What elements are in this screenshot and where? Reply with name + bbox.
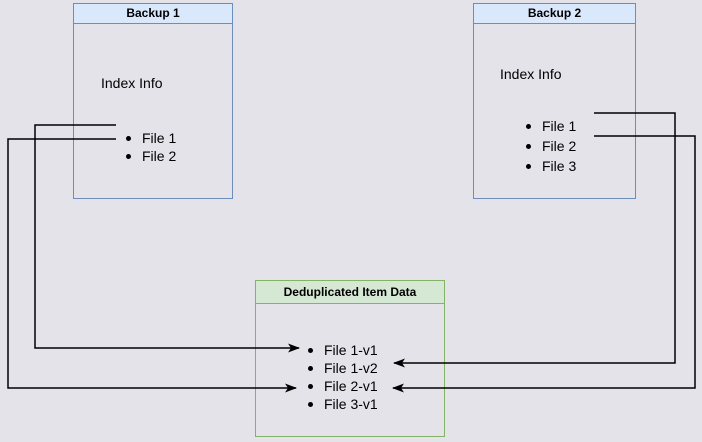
backup2-node: Backup 2 Index Info File 1 File 2 File 3 bbox=[473, 3, 636, 199]
dedup-list-item-file2v1: File 2-v1 bbox=[256, 377, 378, 395]
backup1-list-item-file2: File 2 bbox=[74, 147, 176, 165]
deduplicated-item-data-node: Deduplicated Item Data File 1-v1 File 1-… bbox=[255, 280, 445, 437]
dedup-title: Deduplicated Item Data bbox=[256, 281, 444, 304]
backup1-index-info-label: Index Info bbox=[101, 75, 163, 91]
backup1-list-item-file1: File 1 bbox=[74, 129, 176, 147]
backup1-file-list: File 1 File 2 bbox=[74, 129, 176, 165]
backup2-list-item-file2: File 2 bbox=[474, 136, 576, 156]
dedup-body: File 1-v1 File 1-v2 File 2-v1 File 3-v1 bbox=[256, 304, 444, 435]
backup2-body: Index Info File 1 File 2 File 3 bbox=[474, 24, 635, 198]
dedup-list-item-file1v2: File 1-v2 bbox=[256, 359, 378, 377]
backup2-list-item-file1: File 1 bbox=[474, 116, 576, 136]
backup2-list-item-file3: File 3 bbox=[474, 156, 576, 176]
backup1-node: Backup 1 Index Info File 1 File 2 bbox=[73, 3, 233, 199]
backup2-title: Backup 2 bbox=[474, 4, 635, 24]
backup2-file-list: File 1 File 2 File 3 bbox=[474, 116, 576, 176]
backup2-index-info-label: Index Info bbox=[500, 66, 562, 82]
dedup-list-item-file3v1: File 3-v1 bbox=[256, 395, 378, 413]
backup1-body: Index Info File 1 File 2 bbox=[74, 24, 232, 198]
dedup-item-list: File 1-v1 File 1-v2 File 2-v1 File 3-v1 bbox=[256, 341, 378, 413]
dedup-list-item-file1v1: File 1-v1 bbox=[256, 341, 378, 359]
backup1-title: Backup 1 bbox=[74, 4, 232, 24]
